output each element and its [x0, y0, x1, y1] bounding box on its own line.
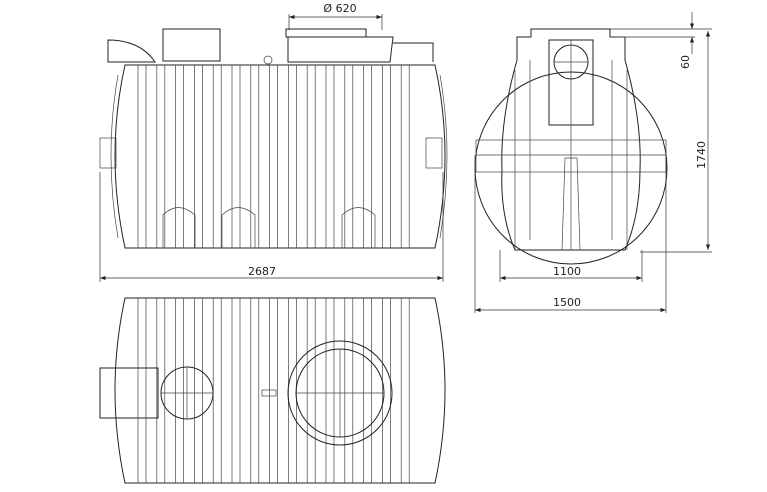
width-label: 1500 — [553, 296, 581, 309]
length-label: 2687 — [248, 265, 276, 278]
top-view — [99, 297, 446, 484]
end-view — [474, 28, 668, 265]
opening-diameter-label: Ø 620 — [323, 2, 356, 15]
base-width-label: 1100 — [553, 265, 581, 278]
neck-height-label: 60 — [679, 55, 692, 69]
dimension-lines — [99, 12, 712, 313]
side-view — [99, 28, 448, 249]
height-label: 1740 — [695, 141, 708, 169]
